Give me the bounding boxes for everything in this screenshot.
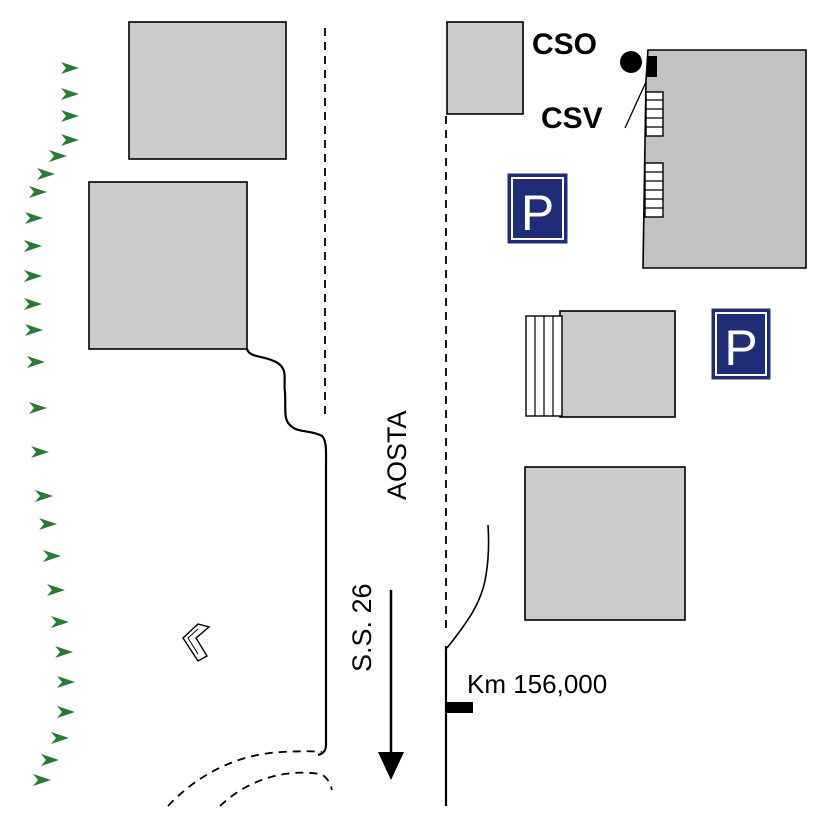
tree-icon: [47, 584, 65, 596]
tree-icon: [57, 676, 75, 688]
tree-icon: [24, 270, 42, 282]
csv-leader-line: [624, 81, 647, 129]
tree-row: [24, 62, 79, 786]
tree-icon: [24, 240, 42, 252]
tree-icon: [49, 150, 67, 162]
cso-label: CSO: [532, 28, 597, 61]
tree-icon: [51, 616, 69, 628]
tree-icon: [51, 732, 69, 744]
building-left-middle: [88, 181, 248, 350]
road-edge-left: [245, 348, 328, 757]
tree-icon: [61, 134, 79, 146]
tree-icon: [29, 402, 47, 414]
km-marker-icon: [447, 702, 473, 713]
tree-icon: [29, 186, 47, 198]
km-marker-label: Km 156,000: [467, 669, 607, 699]
tree-icon: [41, 754, 59, 766]
tree-icon: [61, 88, 79, 100]
tree-icon: [31, 446, 49, 458]
tree-icon: [25, 324, 43, 336]
building-right-bottom: [524, 466, 686, 621]
cso-marker-icon: [620, 51, 642, 73]
side-path-lower: [219, 771, 333, 807]
parking-icon: P: [711, 308, 771, 380]
building-right-small: [446, 21, 524, 115]
road-number-label: S.S. 26: [347, 583, 377, 672]
tree-icon: [33, 774, 51, 786]
tree-icon: [39, 518, 57, 530]
parking-icon: P: [507, 173, 568, 244]
landmark-marker-icon: [182, 623, 211, 662]
tree-icon: [27, 356, 45, 368]
tree-icon: [24, 298, 42, 310]
tree-icon: [61, 110, 79, 122]
tree-icon: [25, 212, 43, 224]
tree-icon: [61, 62, 79, 74]
stairs-lower: [644, 162, 664, 218]
tree-icon: [43, 550, 61, 562]
tree-icon: [37, 168, 55, 180]
tree-icon: [35, 490, 53, 502]
side-road-curve: [446, 524, 490, 649]
side-path-upper: [167, 750, 323, 807]
tree-icon: [57, 706, 75, 718]
stairs-center-building: [525, 315, 563, 417]
parking-letter: P: [521, 185, 554, 241]
building-right-large: [642, 49, 807, 269]
building-left-top: [128, 21, 287, 160]
stairs-upper: [645, 91, 664, 137]
tree-icon: [55, 646, 73, 658]
building-right-center: [559, 310, 676, 418]
road-name-label: AOSTA: [382, 410, 412, 500]
csv-marker-icon: [647, 56, 657, 77]
parking-letter: P: [724, 320, 757, 376]
csv-label: CSV: [541, 102, 603, 135]
direction-arrow-icon: [378, 590, 404, 780]
